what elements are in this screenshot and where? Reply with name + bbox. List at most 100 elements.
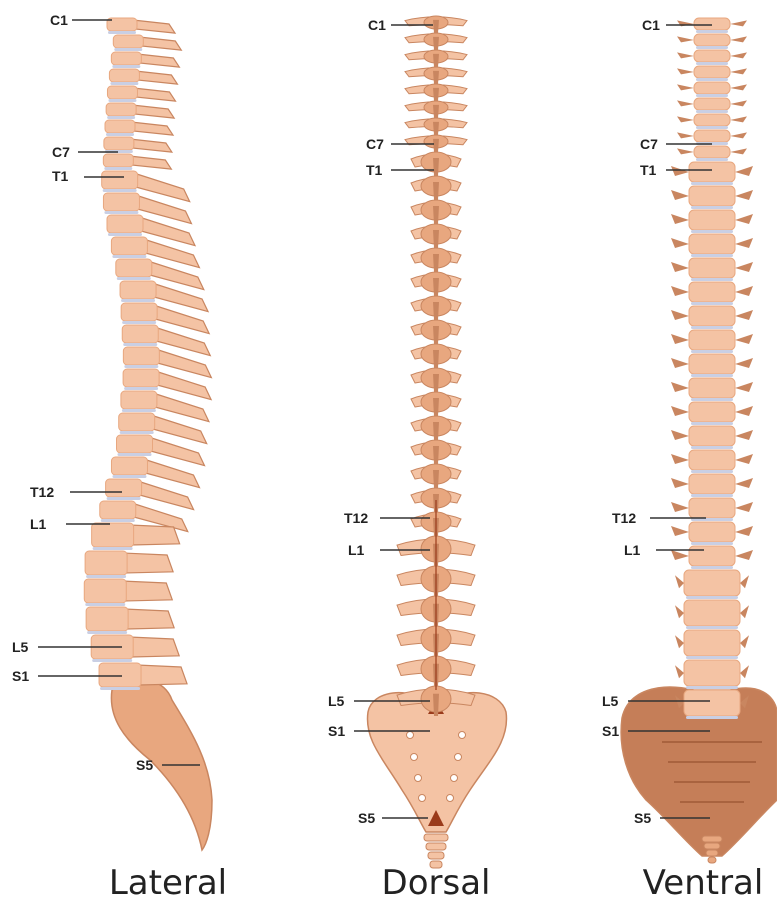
dorsal-sacral-foramen	[447, 795, 454, 802]
dorsal-label-l1: L1	[348, 542, 365, 558]
dorsal-caption: Dorsal	[382, 863, 491, 903]
lateral-vertebra-body	[85, 551, 127, 575]
ventral-disc	[691, 422, 733, 425]
ventral-process-left	[675, 575, 684, 588]
ventral-vertebra-body	[689, 450, 735, 470]
ventral-process-right	[735, 286, 753, 296]
ventral-vertebra-body	[694, 130, 730, 142]
dorsal-spinous-process	[433, 374, 439, 392]
lateral-disc	[121, 299, 155, 302]
ventral-process-right	[740, 575, 749, 588]
lateral-vertebra-body	[113, 35, 143, 48]
ventral-process-left	[677, 52, 694, 58]
dorsal-spinous-process	[433, 158, 439, 176]
lateral-process	[137, 665, 187, 685]
lateral-vertebra-body	[86, 607, 128, 631]
ventral-disc	[691, 566, 733, 569]
ventral-process-left	[671, 430, 689, 440]
ventral-process-right	[730, 84, 747, 90]
ventral-process-right	[735, 382, 753, 392]
ventral-label-t12: T12	[612, 510, 636, 526]
ventral-disc	[696, 158, 728, 161]
ventral-disc	[691, 254, 733, 257]
ventral-process-left	[677, 84, 694, 90]
ventral-process-right	[740, 665, 749, 678]
ventral-process-left	[671, 406, 689, 416]
ventral-vertebra-body	[689, 186, 735, 206]
lateral-label-t12: T12	[30, 484, 54, 500]
ventral-vertebra-body	[684, 570, 740, 596]
lateral-vertebra-body	[84, 579, 126, 603]
lateral-vertebra-body	[106, 103, 136, 116]
ventral-vertebra-body	[694, 66, 730, 78]
lateral-vertebra-body	[111, 52, 141, 65]
ventral-process-left	[677, 68, 694, 74]
ventral-vertebra-body	[694, 146, 730, 158]
ventral-coccyx-segment	[706, 850, 718, 856]
lateral-vertebra-body	[105, 120, 135, 133]
dorsal-view	[367, 16, 506, 868]
ventral-vertebra-body	[694, 114, 730, 126]
dorsal-sacral-foramen	[415, 775, 422, 782]
lateral-process	[143, 459, 199, 488]
lateral-process	[123, 553, 173, 573]
ventral-process-left	[671, 190, 689, 200]
ventral-disc	[691, 542, 733, 545]
ventral-vertebra-body	[689, 354, 735, 374]
lateral-vertebra-body	[106, 479, 142, 497]
ventral-process-left	[675, 665, 684, 678]
lateral-vertebra-body	[121, 391, 157, 409]
lateral-label-c1: C1	[50, 12, 68, 28]
lateral-vertebra-body	[104, 137, 134, 150]
ventral-process-left	[677, 100, 694, 106]
ventral-disc	[691, 230, 733, 233]
lateral-label-l1: L1	[30, 516, 47, 532]
lateral-disc	[93, 547, 133, 550]
ventral-process-right	[735, 214, 753, 224]
dorsal-sacral-foramen	[451, 775, 458, 782]
lateral-label-s1: S1	[12, 668, 29, 684]
ventral-disc	[696, 46, 728, 49]
dorsal-sacral-foramen	[407, 732, 414, 739]
ventral-vertebra-body	[689, 258, 735, 278]
lateral-disc	[100, 687, 140, 690]
dorsal-spinous-process	[433, 302, 439, 320]
lateral-process	[130, 139, 172, 152]
ventral-process-right	[730, 36, 747, 42]
dorsal-sacral-foramen	[419, 795, 426, 802]
lateral-label-c7: C7	[52, 144, 70, 160]
dorsal-spinous-process	[433, 54, 439, 67]
lateral-process	[131, 122, 173, 135]
ventral-process-right	[730, 148, 747, 154]
lateral-disc	[107, 116, 135, 119]
ventral-vertebra-body	[689, 306, 735, 326]
lateral-disc	[108, 31, 136, 34]
ventral-process-right	[735, 430, 753, 440]
lateral-disc	[122, 321, 156, 324]
dorsal-spinous-process	[433, 422, 439, 440]
ventral-disc	[691, 206, 733, 209]
ventral-process-left	[677, 132, 694, 138]
ventral-vertebra-body	[694, 50, 730, 62]
lateral-vertebra-body	[107, 215, 143, 233]
lateral-process	[138, 481, 194, 510]
dorsal-spinous-process	[433, 122, 439, 135]
lateral-disc	[103, 189, 137, 192]
ventral-process-right	[735, 358, 753, 368]
ventral-process-left	[671, 382, 689, 392]
ventral-process-left	[677, 36, 694, 42]
ventral-label-s1: S1	[602, 723, 619, 739]
ventral-disc	[686, 626, 738, 629]
ventral-process-left	[671, 550, 689, 560]
dorsal-spinous-process	[433, 88, 439, 101]
lateral-vertebra-body	[120, 281, 156, 299]
lateral-disc	[112, 255, 146, 258]
ventral-label-l1: L1	[624, 542, 641, 558]
ventral-vertebra-body	[689, 234, 735, 254]
lateral-vertebra-body	[117, 435, 153, 453]
dorsal-spinous-process	[433, 37, 439, 50]
lateral-disc	[112, 475, 146, 478]
ventral-disc	[691, 326, 733, 329]
lateral-process	[124, 609, 174, 629]
lateral-disc	[110, 82, 138, 85]
